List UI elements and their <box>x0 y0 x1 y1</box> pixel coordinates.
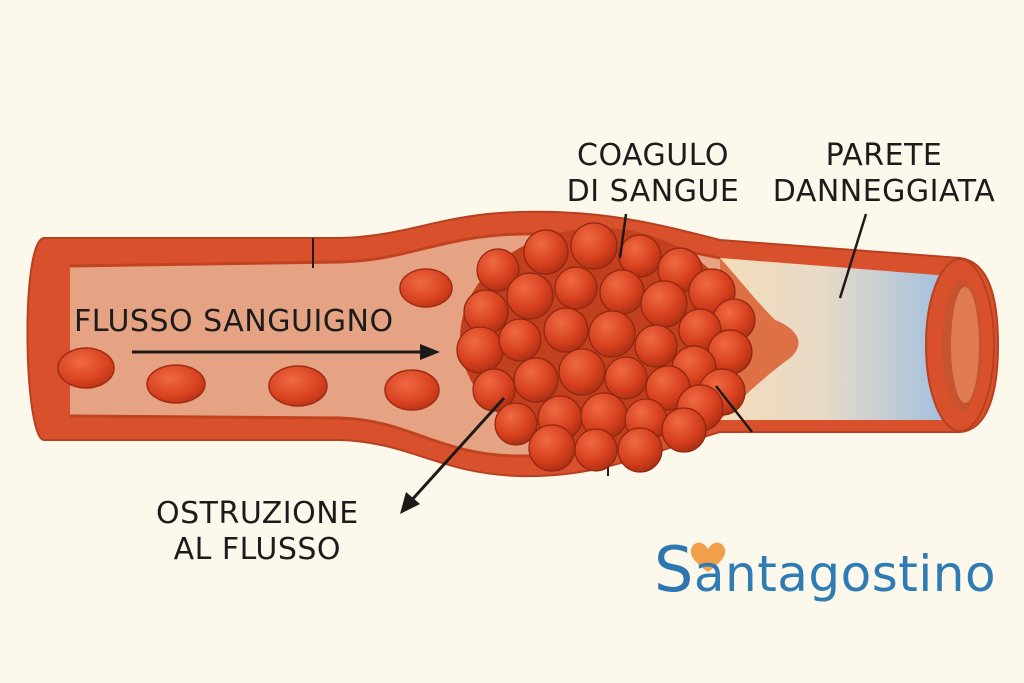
damaged-wall-pointer-line <box>838 213 868 299</box>
clot-cell <box>543 307 589 353</box>
clot-cell <box>513 357 559 403</box>
clot-cell <box>661 407 707 453</box>
blood-flow-label: FLUSSO SANGUIGNO <box>74 304 394 339</box>
clot-cell <box>618 234 662 278</box>
logo-wordmark: antagostino <box>693 545 997 603</box>
clot-cell <box>523 229 569 275</box>
clot-cell <box>574 428 618 472</box>
clot-cell <box>640 280 688 328</box>
damaged-wall-label-line1: PARETE <box>825 138 943 173</box>
clot-cell <box>554 266 598 310</box>
red-blood-cell <box>399 268 453 308</box>
blood-clot <box>456 222 756 473</box>
obstruction-arrow-head-icon <box>400 492 420 514</box>
red-blood-cell <box>384 369 440 411</box>
clot-cell <box>634 324 678 368</box>
damaged-wall-label-line2: DANNEGGIATA <box>772 174 996 209</box>
santagostino-logo: Santagostino <box>654 539 997 604</box>
clot-pointer-line <box>618 213 628 259</box>
clot-cell <box>456 326 504 374</box>
clot-cell <box>528 424 576 472</box>
logo-initial: S <box>654 533 694 606</box>
clot-cell <box>476 248 520 292</box>
clot-label: COAGULO DI SANGUE <box>548 138 758 210</box>
clot-cell <box>599 269 645 315</box>
clot-cell <box>570 222 618 270</box>
obstruction-pointer-line <box>408 396 506 504</box>
red-blood-cells <box>57 268 453 411</box>
red-blood-cell <box>57 347 115 389</box>
red-blood-cell <box>146 364 206 404</box>
clot-cell <box>558 348 606 396</box>
clot-label-line2: DI SANGUE <box>566 174 740 209</box>
red-blood-cell <box>268 365 328 407</box>
flow-arrow-head-icon <box>420 344 440 360</box>
clot-label-line1: COAGULO <box>577 138 729 173</box>
clot-cell <box>588 310 636 358</box>
damaged-wall-section <box>720 258 950 420</box>
obstruction-label: OSTRUZIONE AL FLUSSO <box>156 496 359 568</box>
clot-cell <box>506 272 554 320</box>
annotations <box>132 213 868 514</box>
clot-cell <box>604 356 648 400</box>
obstruction-label-line1: OSTRUZIONE <box>156 496 359 531</box>
clot-lower-pointer-line <box>715 385 753 433</box>
clot-cell <box>494 402 538 446</box>
obstruction-label-line2: AL FLUSSO <box>173 532 342 567</box>
clot-cell <box>617 427 663 473</box>
heart-icon <box>690 542 726 572</box>
clot-cell <box>498 318 542 362</box>
damaged-wall-label: PARETE DANNEGGIATA <box>770 138 998 210</box>
